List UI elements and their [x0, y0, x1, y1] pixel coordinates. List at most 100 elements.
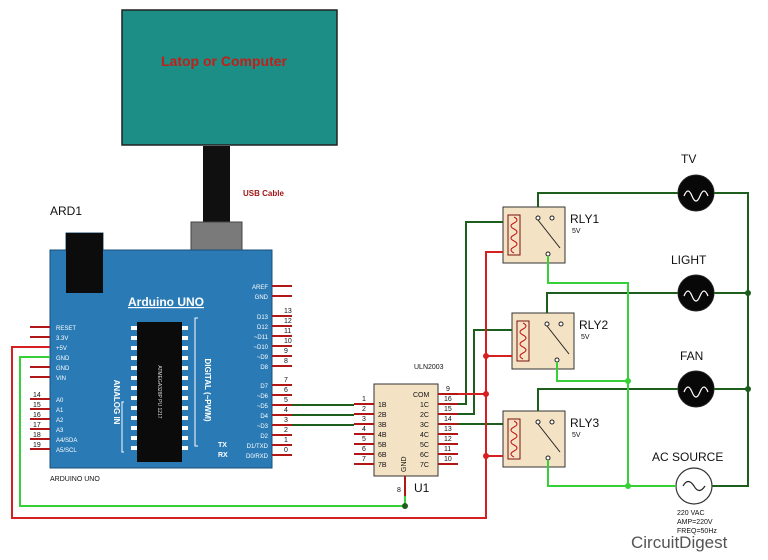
uln-pin-name: 4C — [420, 432, 429, 439]
digital-pin-num: 2 — [284, 427, 288, 434]
digital-bracket — [194, 317, 198, 447]
analog-pin-num: 18 — [33, 432, 41, 439]
ac-source-icon — [675, 467, 713, 505]
wire-right-bus — [712, 192, 749, 487]
wire-5v-main — [11, 346, 487, 519]
uln-com: COM — [413, 392, 430, 399]
relay-1-ref: RLY1 — [570, 212, 599, 226]
relay-1 — [502, 206, 566, 264]
lamp-fan-icon — [677, 370, 715, 408]
arduino-ref: ARD1 — [50, 204, 82, 218]
relay-3 — [502, 410, 566, 468]
analog-pin-num: 14 — [33, 392, 41, 399]
analog-bracket — [121, 401, 124, 453]
uln-pin-name: 2C — [420, 412, 429, 419]
uln-pin-name: 3C — [420, 422, 429, 429]
uln-pin-num: 1 — [362, 396, 366, 403]
uln-pin-num: 14 — [444, 416, 452, 423]
pin-gnd-2: GND — [56, 366, 70, 372]
digital-label: DIGITAL (~PWM) — [203, 358, 212, 421]
digital-pin-num: 7 — [284, 377, 288, 384]
uln-pin-num: 13 — [444, 426, 452, 433]
uln-body — [373, 383, 439, 477]
dc-jack — [66, 233, 103, 293]
uln-pin-name: 4B — [378, 432, 387, 439]
uln-ref: U1 — [414, 481, 430, 495]
uln-pin-num: 2 — [362, 406, 366, 413]
digital-pin-num: 8 — [284, 358, 288, 365]
usb-cable — [203, 146, 230, 223]
analog-pin-name: A4/SDA — [56, 438, 77, 444]
uln-com-pin: 9 — [446, 386, 450, 393]
uln-right-pins: COM 9 1C 2C 3C 4C 5C 6C 7C 16 15 14 13 1… — [413, 386, 458, 469]
uln-pin-num: 4 — [362, 426, 366, 433]
digital-pin-num: 11 — [284, 328, 291, 335]
digital-pin-num: 1 — [284, 437, 288, 444]
analog-pin-name: A3 — [56, 428, 64, 434]
uln-pin-name: 7C — [420, 462, 429, 469]
uln-pin-num: 10 — [444, 456, 452, 463]
digital-pin-num: 13 — [284, 308, 292, 315]
top-right-pin-group: AREF GND D13 D12 ~D11 ~D10 ~D9 D8 13 12 … — [252, 285, 292, 371]
junctions — [402, 290, 751, 509]
uln-pin-num: 16 — [444, 396, 452, 403]
digital-pin-num: 4 — [284, 407, 288, 414]
computer-body — [121, 9, 338, 146]
uln-pin-name: 5C — [420, 442, 429, 449]
mcu-chip — [137, 322, 182, 462]
chip-pins — [131, 326, 188, 450]
digital-pin-num: 5 — [284, 397, 288, 404]
uln-pin-name: 3B — [378, 422, 387, 429]
analog-pin-name: A0 — [56, 398, 64, 404]
uln-pin-num: 12 — [444, 436, 452, 443]
source-spec-1: 220 VAC — [677, 510, 705, 517]
load-fan-label: FAN — [680, 349, 703, 363]
digital-pin-name: D0/RXD — [246, 454, 269, 460]
uln-gnd: GND — [401, 456, 408, 472]
source-spec-3: FREQ=50Hz — [677, 528, 717, 535]
relay-2-voltage: 5V — [581, 334, 590, 341]
uln-pin-name: 1C — [420, 402, 429, 409]
lamp-tv-icon — [677, 174, 715, 212]
pin-vin: VIN — [56, 376, 66, 382]
digital-pin-name: ~D9 — [257, 355, 269, 361]
chip-text: ATMEGA328P PU 1217 — [156, 365, 162, 418]
uln-pin-num: 11 — [444, 446, 451, 453]
digital-pin-name: ~D3 — [257, 424, 269, 430]
wire-rly2-common — [556, 362, 628, 382]
digital-pin-name: D1/TXD — [247, 444, 269, 450]
digital-pin-num: 0 — [284, 447, 288, 454]
uln-pin-name: 2B — [378, 412, 387, 419]
analog-pin-num: 16 — [33, 412, 41, 419]
pin-gnd-1: GND — [56, 356, 70, 362]
uln-part: ULN2003 — [414, 364, 444, 371]
wire-rly2-top — [546, 292, 678, 313]
digital-pin-num: 10 — [284, 338, 292, 345]
arduino-footer: ARDUINO UNO — [50, 476, 100, 483]
digital-pin-num: 3 — [284, 417, 288, 424]
uln-pin-num: 5 — [362, 436, 366, 443]
bottom-right-pin-group: D7 ~D6 ~D5 D4 ~D3 D2 D1/TXD D0/RXD 7 6 5… — [246, 377, 292, 460]
uln-pin-num: 15 — [444, 406, 452, 413]
uln-left-pins: 1 2 3 4 5 6 7 1B 2B 3B 4B 5B 6B 7B — [354, 396, 387, 469]
digital-pin-num: 12 — [284, 318, 292, 325]
analog-pin-name: A2 — [56, 418, 64, 424]
pin-aref: AREF — [252, 285, 268, 291]
digital-pin-num: 9 — [284, 348, 288, 355]
wire-gnd-main — [19, 356, 406, 507]
pin-gnd-top: GND — [255, 295, 269, 301]
analog-in-label: ANALOG IN — [112, 380, 121, 425]
wire-2c — [458, 329, 512, 415]
uln-pin-num: 7 — [362, 456, 366, 463]
digital-pin-name: ~D11 — [254, 335, 269, 341]
relay-1-voltage: 5V — [572, 228, 581, 235]
relay-3-voltage: 5V — [572, 432, 581, 439]
uln-pin-name: 7B — [378, 462, 387, 469]
analog-pin-group: 14 15 16 17 18 19 A0 A1 A2 A3 A4/SDA A5/… — [30, 392, 77, 454]
uln-pin-name: 6C — [420, 452, 429, 459]
computer-label: Latop or Computer — [161, 53, 288, 69]
uln-pin-name: 1B — [378, 402, 387, 409]
analog-pin-num: 15 — [33, 402, 41, 409]
